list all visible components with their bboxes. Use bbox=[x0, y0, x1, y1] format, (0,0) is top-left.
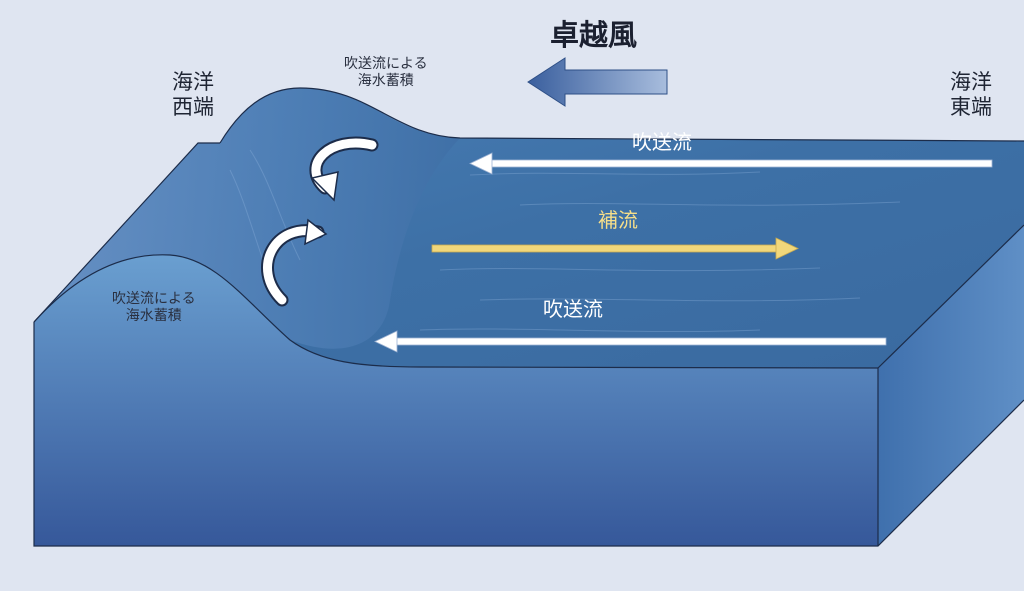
right-face bbox=[878, 225, 1024, 546]
accumulation-top-line2: 海水蓄積 bbox=[357, 72, 414, 89]
west-end-line1: 海洋 bbox=[172, 70, 214, 94]
accumulation-left-label: 吹送流による 海水蓄積 bbox=[112, 291, 196, 325]
surface-ripples bbox=[229, 149, 901, 333]
lower-drift-label: 吹送流 bbox=[543, 297, 603, 321]
accumulation-top-line1: 吹送流による bbox=[344, 56, 428, 72]
accumulation-left-line1: 吹送流による bbox=[112, 291, 196, 307]
accumulation-left-line2: 海水蓄積 bbox=[125, 307, 182, 324]
east-end-label: 海洋 東端 bbox=[950, 70, 992, 120]
compensation-label: 補流 bbox=[598, 208, 638, 232]
east-end-line2: 東端 bbox=[950, 95, 992, 120]
west-end-line2: 西端 bbox=[172, 95, 214, 120]
west-end-label: 海洋 西端 bbox=[172, 70, 214, 120]
water-mound bbox=[34, 88, 460, 349]
compensation-arrow bbox=[431, 237, 799, 260]
upper-drift-arrow bbox=[469, 152, 993, 175]
upper-drift-label: 吹送流 bbox=[632, 130, 692, 154]
east-end-line1: 海洋 bbox=[950, 70, 992, 94]
accumulation-top-label: 吹送流による 海水蓄積 bbox=[344, 56, 428, 90]
tank-edges bbox=[33, 87, 1024, 547]
curved-sinking-arrow-bottom bbox=[261, 218, 328, 307]
wind-title: 卓越風 bbox=[550, 18, 638, 52]
curved-sinking-arrow-top bbox=[309, 136, 379, 202]
lower-drift-arrow bbox=[374, 330, 887, 353]
front-face bbox=[34, 254, 878, 546]
wind-arrow bbox=[527, 57, 668, 107]
